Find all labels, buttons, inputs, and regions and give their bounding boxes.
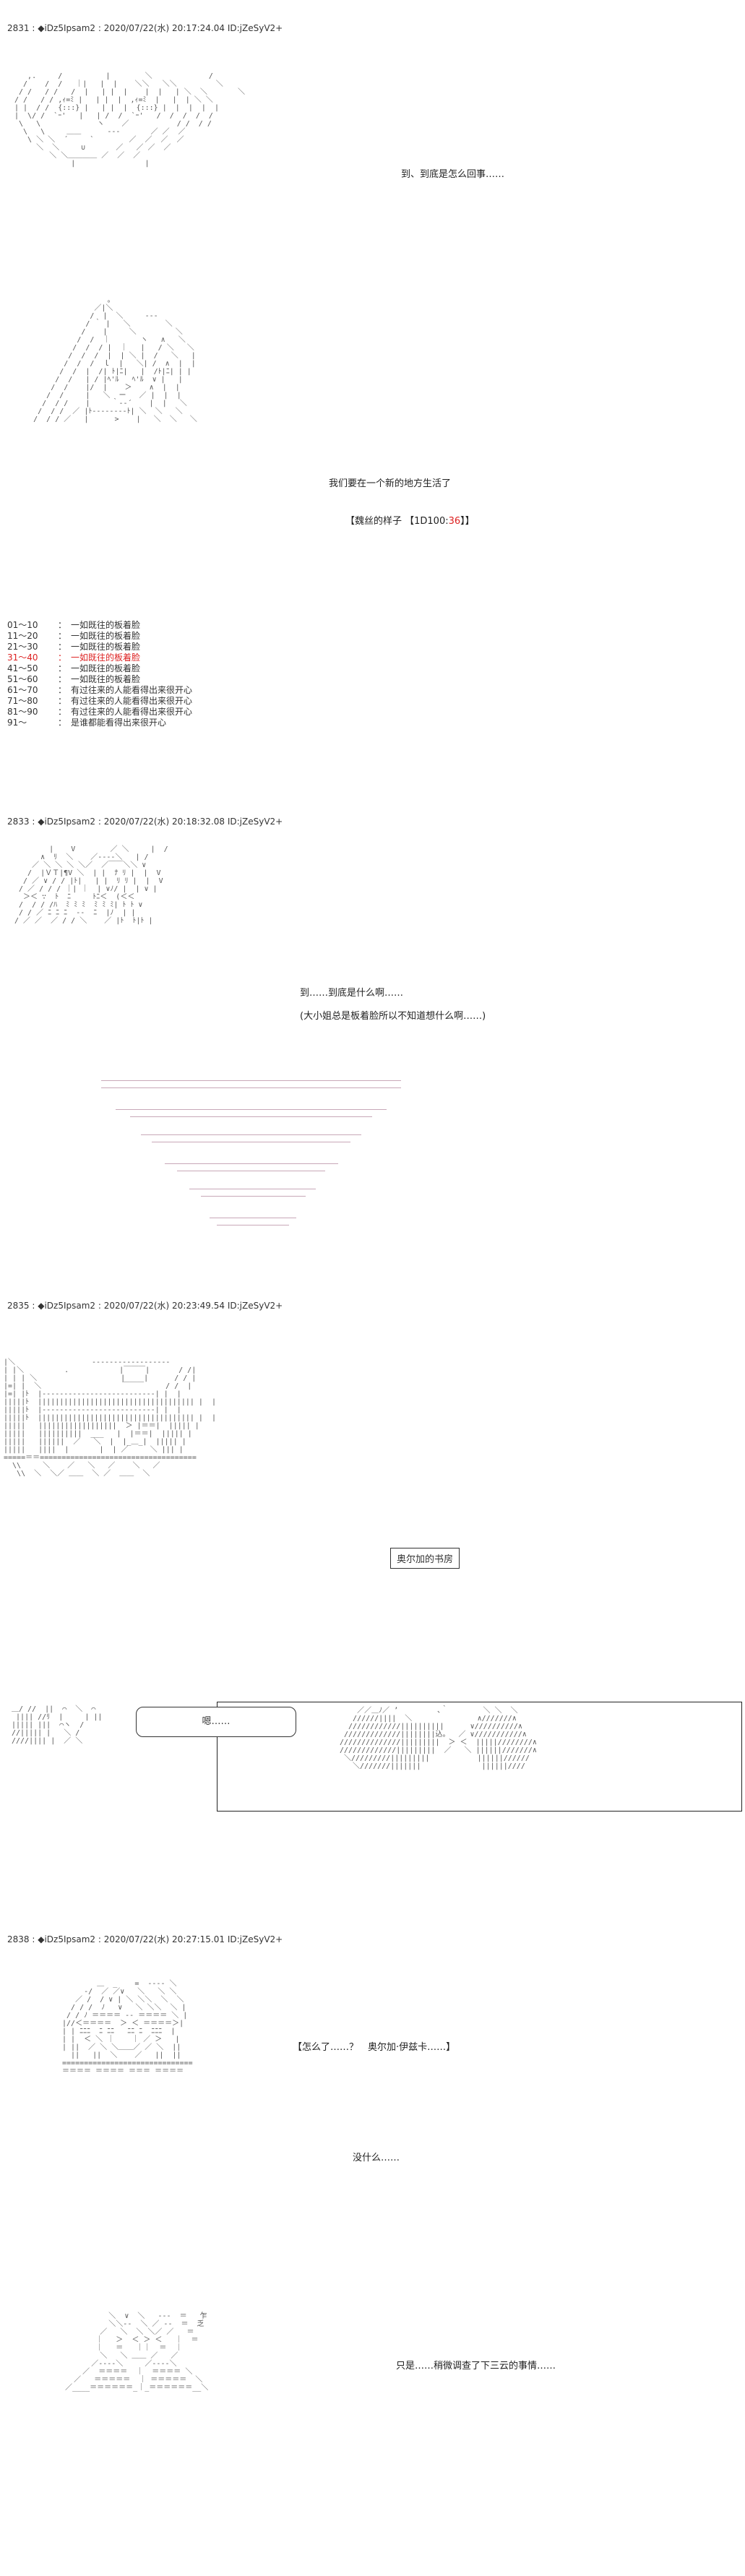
poll-row: 71～80： 有过往来的人能看得出来很开心 — [7, 696, 193, 706]
poll-row: 81～90： 有过往来的人能看得出来很开心 — [7, 707, 193, 717]
fade-line — [130, 1116, 372, 1117]
inset-frame — [217, 1702, 742, 1812]
speech-bubble: 嗯…… — [136, 1707, 296, 1737]
room-label: 奥尔加的书房 — [390, 1548, 460, 1569]
poll-row: 01～10： 一如既往的板着脸 — [7, 620, 141, 630]
poll-row: 61～70： 有过往来的人能看得出来很开心 — [7, 685, 193, 695]
ascii-art-character: | V ／ ＼ | / ∧ ﾘ ＼ ／‐‐‐‐＼ | / ／ ＼ ＼ ＼ ＼／ … — [14, 845, 168, 925]
ascii-art-room: |＼ ---‐‐‐‐‐‐‐‐‐‐‐‐--- | |＼ . |￣￣￣| / /| … — [4, 1358, 216, 1478]
fade-line — [201, 1196, 306, 1197]
fade-line — [101, 1087, 401, 1088]
dialog-line: 我们要在一个新的地方生活了 — [329, 478, 452, 489]
dice-roll-suffix: 】】 — [460, 516, 475, 527]
dialog-line: 到……到底是什么啊…… — [300, 988, 404, 999]
post-header: 2833 : ◆iDz5Ipsam2 : 2020/07/22(水) 20:18… — [7, 817, 283, 827]
post-header: 2838 : ◆iDz5Ipsam2 : 2020/07/22(水) 20:27… — [7, 1934, 283, 1944]
dice-roll-prefix: 【魏丝的样子 【1D100: — [345, 516, 449, 527]
ascii-art-closeup: ／／＿ﾉ／ ’ ､｀ ＼ ＼ ＼ //////|||| ＼ ∧///////∧ … — [340, 1707, 537, 1770]
ascii-art-character: 。 ／|＼ / | ＼ ‐‐‐ / ｀ | ＼ ＼ / | ＼ ＼ / / ｜ … — [33, 296, 197, 423]
post-header: 2835 : ◆iDz5Ipsam2 : 2020/07/22(水) 20:23… — [7, 1301, 283, 1311]
ascii-art-character: ＼ ∨ ＼ ‐‐‐ ＝ 乍 ＼＼‐‐ ＼ ／ ‐‐ ＝ 乏 ／ ＼ ＼ ＼／ ／… — [65, 2312, 209, 2392]
ascii-art-character: ＿ _ = ‐‐‐‐ ＼ ‐/ ／ ／∨ ＼ ＼ ＼ ／ / / ∨ | ＼ ＼… — [62, 1980, 193, 2075]
post-header: 2831 : ◆iDz5Ipsam2 : 2020/07/22(水) 20:17… — [7, 23, 283, 33]
fade-line — [101, 1080, 401, 1081]
fade-line — [116, 1109, 387, 1110]
poll-row: 41～50： 一如既往的板着脸 — [7, 663, 141, 673]
fade-line — [165, 1163, 338, 1164]
poll-row: 51～60： 一如既往的板着脸 — [7, 674, 141, 684]
poll-row: 21～30： 一如既往的板着脸 — [7, 642, 141, 652]
poll-row: 91～： 是谁都能看得出来很开心 — [7, 718, 167, 728]
poll-table: 01～10： 一如既往的板着脸 11～20： 一如既往的板着脸 21～30： 一… — [7, 620, 192, 728]
poll-row: 11～20： 一如既往的板着脸 — [7, 631, 141, 641]
thought-line: 【怎么了……？ 奥尔加·伊兹卡……】 — [293, 2042, 456, 2053]
dialog-line: 没什么…… — [353, 2153, 400, 2163]
fade-line — [141, 1134, 361, 1135]
ascii-art-hand: ＿/ // || ⌒ ＼ ⌒ |||| //ﾘ | | || ||||| |||… — [12, 1705, 103, 1745]
dialog-line: 只是……稍微调查了下三云的事情…… — [396, 2361, 556, 2372]
ascii-art-character: ,. / | ＼ / / / / ｜| | | ＼＼ ＼＼ ＼ / / / / … — [14, 72, 245, 168]
dice-roll: 【魏丝的样子 【1D100:36】】 — [345, 513, 475, 527]
poll-row-highlighted: 31～40： 一如既往的板着脸 — [7, 652, 141, 663]
dialog-line: 到、到底是怎么回事…… — [401, 169, 505, 180]
dialog-line: (大小姐总是板着脸所以不知道想什么啊……) — [300, 1011, 486, 1022]
dice-roll-value: 36 — [448, 516, 461, 527]
